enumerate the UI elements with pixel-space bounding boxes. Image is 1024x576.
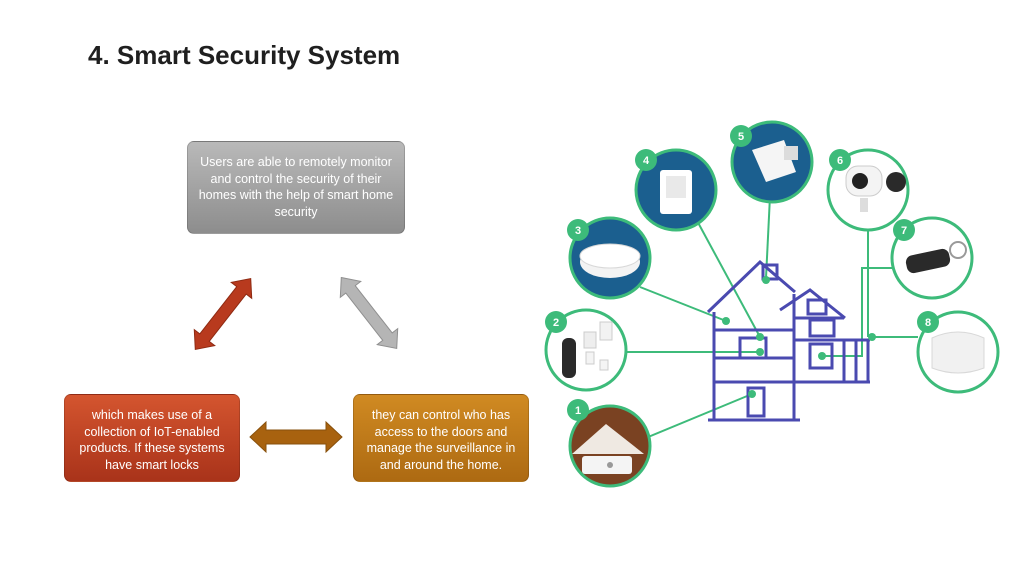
device-1-number: 1 xyxy=(575,405,581,417)
device-7-number: 7 xyxy=(901,225,907,237)
cycle-box-left: which makes use of a collection of IoT-e… xyxy=(64,394,240,482)
device-1-door-sensor: 1 xyxy=(567,399,652,488)
double-arrow-right xyxy=(339,276,399,350)
device-4-number: 4 xyxy=(643,155,650,167)
device-2-hub-keypad: 2 xyxy=(544,308,628,392)
device-8-number: 8 xyxy=(925,317,931,329)
double-arrow-bottom xyxy=(249,420,343,454)
connection-dots xyxy=(722,276,876,398)
connector-lines xyxy=(588,195,918,453)
device-4-motion-sensor: 4 xyxy=(634,148,718,232)
device-5-number: 5 xyxy=(738,131,744,143)
device-5-window-sensor: 5 xyxy=(730,120,814,204)
device-3-number: 3 xyxy=(575,225,581,237)
device-7-key-fob: 7 xyxy=(890,216,974,300)
device-3-smoke-detector: 3 xyxy=(567,216,652,300)
house-outline xyxy=(706,259,870,422)
device-8-siren: 8 xyxy=(916,310,1000,394)
device-2-number: 2 xyxy=(553,317,559,329)
double-arrow-left xyxy=(193,277,253,351)
device-6-camera: 6 xyxy=(826,148,910,232)
device-6-number: 6 xyxy=(837,155,843,167)
slide-title: 4. Smart Security System xyxy=(88,40,401,70)
cycle-box-right: they can control who has access to the d… xyxy=(353,394,529,482)
cycle-box-top: Users are able to remotely monitor and c… xyxy=(187,141,405,234)
